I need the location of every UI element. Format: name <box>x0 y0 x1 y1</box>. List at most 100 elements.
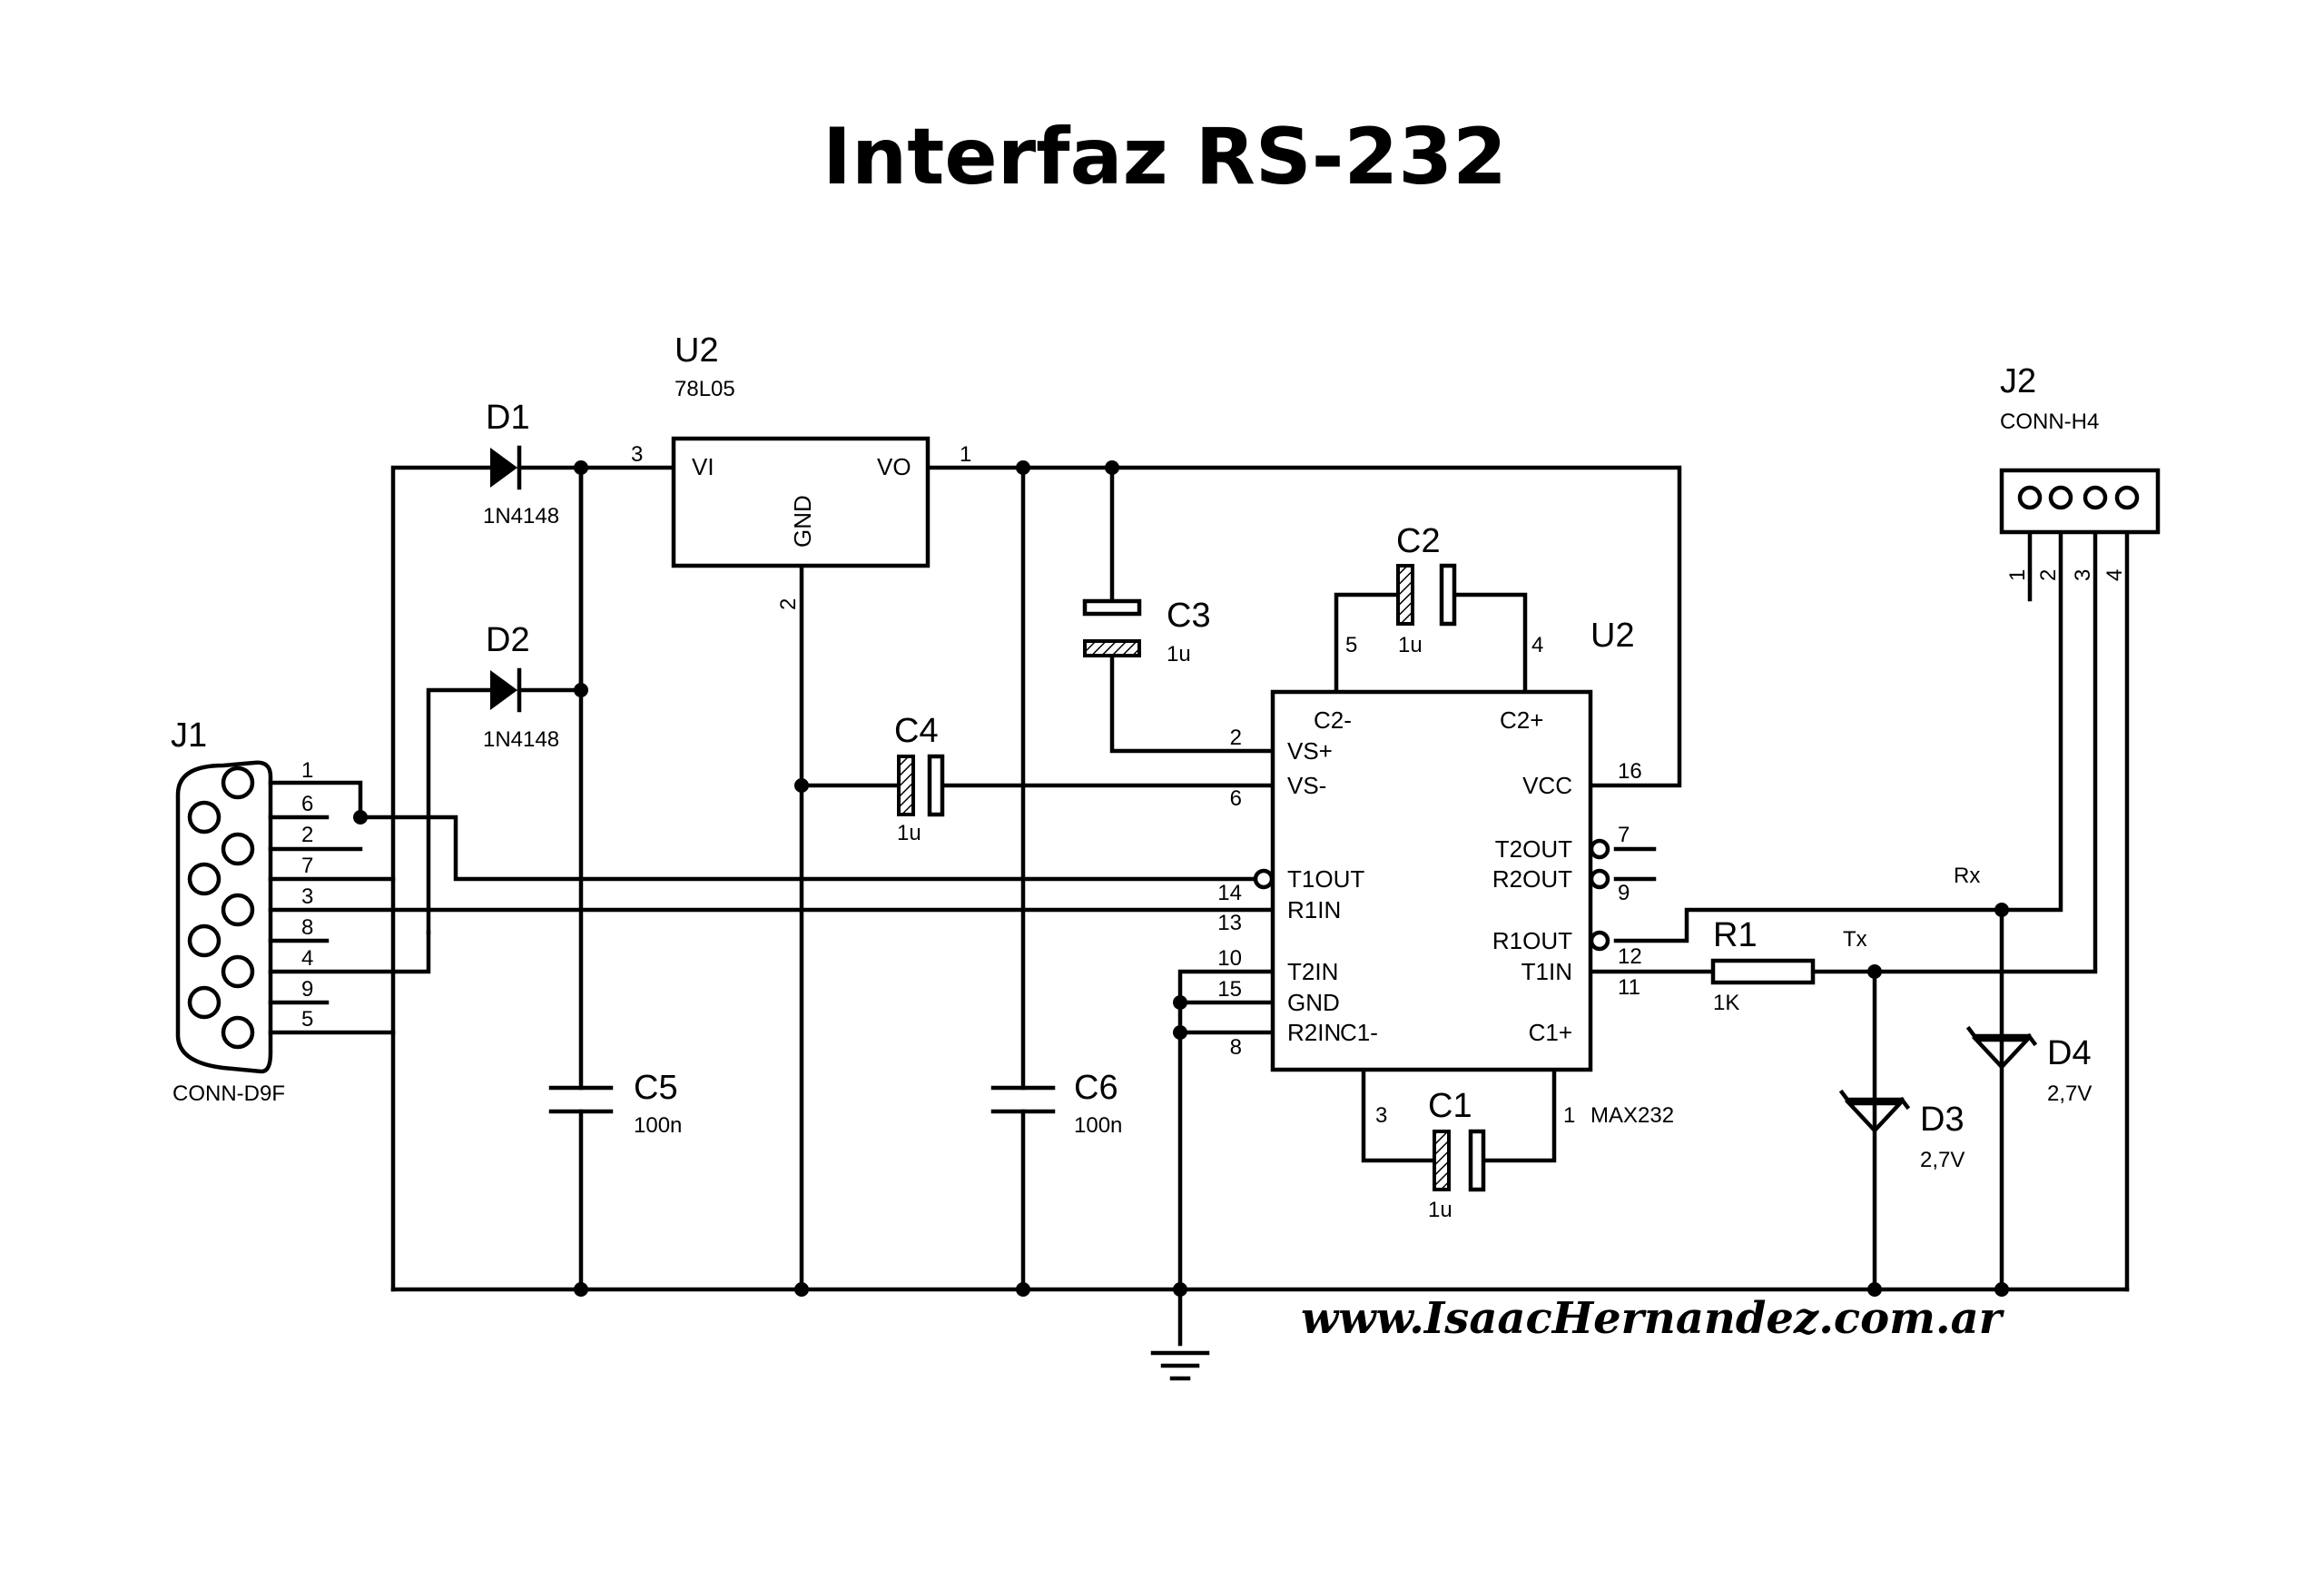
c1-ref: C1 <box>1428 1087 1472 1125</box>
c1-loop-pin-number: 1 <box>1563 1103 1575 1128</box>
junction-dot <box>1173 1025 1187 1040</box>
c3-capacitor: C3 1u <box>1082 597 1211 667</box>
regulator-ref: U2 <box>675 331 719 370</box>
max232-value: MAX232 <box>1590 1103 1674 1128</box>
max232-pin-number: 8 <box>1230 1035 1242 1060</box>
max232-pin-name: R1OUT <box>1492 927 1572 954</box>
d3-ref: D3 <box>1920 1101 1965 1139</box>
r1-value: 1K <box>1713 991 1739 1015</box>
j1-pin-number: 8 <box>301 915 313 940</box>
d3-zener-diode: D3 2,7V <box>1838 1089 1965 1172</box>
j2-value: CONN-H4 <box>2000 410 2099 434</box>
j1-db9-connector: J1 CONN-D9F 1 6 2 7 3 8 4 9 5 <box>171 716 313 1106</box>
max232-ref: U2 <box>1590 617 1635 655</box>
c3-ref: C3 <box>1167 597 1211 635</box>
j1-value: CONN-D9F <box>172 1081 285 1106</box>
author-credit: www.IsaacHernandez.com.ar <box>1301 1293 2005 1344</box>
j1-pin-number: 7 <box>301 854 313 878</box>
junction-dot <box>1994 1282 2009 1297</box>
max232-pin-name: VS- <box>1287 772 1326 799</box>
u2-regulator-78l05: U2 78L05 VI VO GND 3 1 2 <box>631 331 971 610</box>
junction-dot <box>1867 1282 1882 1297</box>
j2-pin-number: 3 <box>2071 569 2095 581</box>
pin-bubble <box>1589 868 1610 890</box>
max232-pin-number: 9 <box>1618 881 1630 905</box>
d1-value: 1N4148 <box>483 504 559 528</box>
max232-pin-name: R1IN <box>1287 896 1341 923</box>
c2-ref: C2 <box>1396 522 1441 560</box>
regulator-pin-number: 1 <box>960 442 971 467</box>
c5-value: 100n <box>634 1113 682 1138</box>
max232-pin-name: C1- <box>1340 1019 1378 1046</box>
max232-pin-name: T2OUT <box>1495 835 1572 863</box>
junction-dot <box>353 810 368 824</box>
max232-pin-name: R2IN <box>1287 1019 1341 1046</box>
u2-max232: U2 MAX232 C2- C2+ VS+ VS- T1OUT R1IN T2I… <box>1217 617 1674 1128</box>
j2-pin-number: 4 <box>2102 569 2127 581</box>
j2-pin-number: 1 <box>2005 569 2030 581</box>
c2-loop-pin-number: 4 <box>1531 633 1543 657</box>
max232-pin-name: C2+ <box>1500 706 1543 734</box>
regulator-pin-gnd: GND <box>789 495 816 548</box>
max232-pin-number: 12 <box>1618 944 1642 969</box>
junction-dot <box>1994 903 2009 917</box>
max232-pin-number: 11 <box>1618 975 1640 1000</box>
r1-resistor: R1 1K <box>1710 916 1816 1015</box>
junction-dot <box>1016 1282 1030 1297</box>
max232-pin-name: T2IN <box>1287 958 1338 985</box>
j1-pin-number: 2 <box>301 823 313 847</box>
max232-pin-number: 10 <box>1217 946 1242 971</box>
c1-loop-pin-number: 3 <box>1375 1103 1387 1128</box>
c4-ref: C4 <box>894 712 939 750</box>
c5-capacitor: C5 100n <box>548 1069 682 1138</box>
regulator-pin-vo: VO <box>877 453 911 480</box>
c1-value: 1u <box>1428 1198 1452 1222</box>
junction-dot <box>574 1282 588 1297</box>
c5-ref: C5 <box>634 1069 678 1107</box>
d2-ref: D2 <box>486 621 530 659</box>
regulator-value: 78L05 <box>675 377 735 401</box>
j2-header-connector: J2 CONN-H4 1 2 3 4 <box>1999 362 2161 581</box>
max232-pin-name: VCC <box>1522 772 1572 799</box>
c3-value: 1u <box>1167 642 1191 667</box>
j2-pin-number: 2 <box>2036 569 2061 581</box>
j1-pin-number: 1 <box>301 758 313 783</box>
pin-bubble <box>1589 838 1610 860</box>
j1-pin-number: 6 <box>301 792 313 816</box>
max232-pin-name: GND <box>1287 989 1340 1016</box>
pin-bubble <box>1253 868 1275 890</box>
max232-pin-number: 13 <box>1217 911 1242 935</box>
regulator-pin-number: 3 <box>631 442 643 467</box>
junction-dot <box>1867 964 1882 979</box>
j2-ref: J2 <box>2000 362 2036 400</box>
junction-dot <box>574 460 588 475</box>
max232-pin-name: T1OUT <box>1287 865 1364 893</box>
diagram-title: Interfaz RS-232 <box>822 112 1507 202</box>
c6-capacitor: C6 100n <box>990 1069 1122 1138</box>
c6-ref: C6 <box>1074 1069 1118 1107</box>
net-label-rx: Rx <box>1954 864 1980 888</box>
r1-ref: R1 <box>1713 916 1758 954</box>
j1-pin-number: 9 <box>301 977 313 1002</box>
d1-ref: D1 <box>486 399 530 437</box>
junctions <box>353 460 2009 1297</box>
d4-ref: D4 <box>2047 1034 2092 1072</box>
wires <box>268 465 2130 1347</box>
junction-dot <box>574 683 588 697</box>
regulator-pin-vi: VI <box>692 453 714 480</box>
max232-pin-name: C1+ <box>1529 1019 1572 1046</box>
max232-pin-number: 16 <box>1618 759 1642 784</box>
max232-pin-number: 15 <box>1217 977 1242 1002</box>
j1-pin-number: 5 <box>301 1007 313 1032</box>
d2-diode: D2 1N4148 <box>483 621 559 752</box>
junction-dot <box>1016 460 1030 475</box>
max232-pin-number: 2 <box>1230 726 1242 750</box>
j1-pin-number: 4 <box>301 946 313 971</box>
net-label-tx: Tx <box>1843 927 1867 952</box>
junction-dot <box>794 778 809 793</box>
regulator-pin-number: 2 <box>776 598 801 610</box>
c2-value: 1u <box>1398 633 1423 657</box>
junction-dot <box>1173 995 1187 1010</box>
c2-loop-pin-number: 5 <box>1345 633 1357 657</box>
